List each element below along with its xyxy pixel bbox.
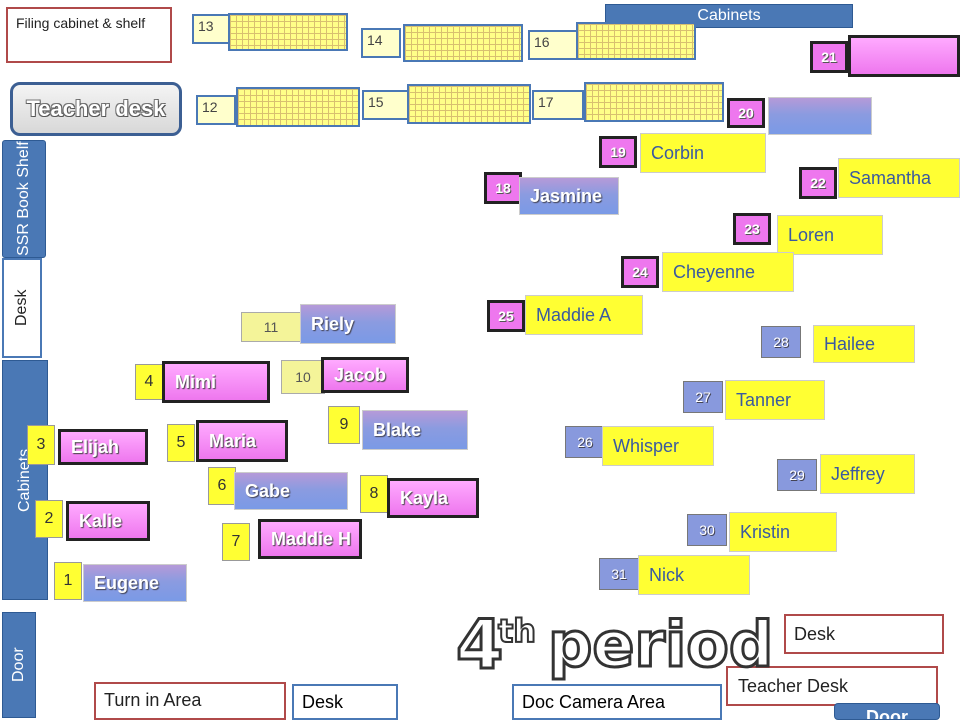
seat-18-number: 18: [484, 172, 522, 204]
seat-1-number: 1: [54, 562, 82, 600]
table-15-label: 15: [362, 90, 410, 120]
seat-31-number: 31: [599, 558, 639, 590]
seat-29-number: 29: [777, 459, 817, 491]
door-right: Door: [834, 703, 940, 720]
seat-10-desk: Jacob: [321, 357, 409, 393]
desk-left: Desk: [2, 258, 42, 358]
seat-26-desk: Whisper: [602, 426, 714, 466]
seat-6-desk: Gabe: [234, 472, 348, 510]
turn-in-area: Turn in Area: [94, 682, 286, 720]
seat-28-desk: Hailee: [813, 325, 915, 363]
door-left: Door: [2, 612, 36, 718]
period-word: period: [546, 607, 774, 683]
table-15: [407, 84, 531, 124]
seat-4-desk: Mimi: [162, 361, 270, 403]
seat-25-desk: Maddie A: [525, 295, 643, 335]
seat-21-number: 21: [810, 41, 848, 73]
desk-right: Desk: [784, 614, 944, 654]
seat-19-number: 19: [599, 136, 637, 168]
seat-10-number: 10: [281, 360, 325, 394]
doc-camera-area: Doc Camera Area: [512, 684, 722, 720]
desk-bottom: Desk: [292, 684, 398, 720]
seat-5-number: 5: [167, 424, 195, 462]
table-17-label: 17: [532, 90, 584, 120]
table-16: [576, 22, 696, 60]
seat-8-number: 8: [360, 475, 388, 513]
period-suffix: th: [497, 611, 537, 651]
seat-7-number: 7: [222, 523, 250, 561]
table-13: [228, 13, 348, 51]
cabinets-left: Cabinets: [2, 360, 48, 600]
seat-25-number: 25: [487, 300, 525, 332]
seat-24-desk: Cheyenne: [662, 252, 794, 292]
seat-22-desk: Samantha: [838, 158, 960, 198]
table-12: [236, 87, 360, 127]
seat-30-desk: Kristin: [729, 512, 837, 552]
seat-6-number: 6: [208, 467, 236, 505]
period-number: 4: [454, 605, 504, 687]
seat-11-desk: Riely: [300, 304, 396, 344]
seat-30-number: 30: [687, 514, 727, 546]
seat-5-desk: Maria: [196, 420, 288, 462]
seat-3-desk: Elijah: [58, 429, 148, 465]
seat-4-number: 4: [135, 364, 163, 400]
seat-29-desk: Jeffrey: [820, 454, 915, 494]
seat-9-desk: Blake: [362, 410, 468, 450]
seat-7-desk: Maddie H: [258, 519, 362, 559]
seat-27-number: 27: [683, 381, 723, 413]
table-13-label: 13: [192, 14, 232, 44]
seat-18-desk: Jasmine: [519, 177, 619, 215]
seat-1-desk: Eugene: [83, 564, 187, 602]
seat-23-number: 23: [733, 213, 771, 245]
table-12-label: 12: [196, 95, 236, 125]
table-14: [403, 24, 523, 62]
seat-3-number: 3: [27, 425, 55, 465]
seat-2-desk: Kalie: [66, 501, 150, 541]
table-14-label: 14: [361, 28, 401, 58]
seat-31-desk: Nick: [638, 555, 750, 595]
seat-21-desk: [848, 35, 960, 77]
filing-cabinet-label: Filing cabinet & shelf: [6, 7, 172, 63]
seat-26-number: 26: [565, 426, 605, 458]
table-17: [584, 82, 724, 122]
ssr-book-shelf: SSR Book Shelf: [2, 140, 46, 258]
seat-11-number: 11: [241, 312, 301, 342]
seat-22-number: 22: [799, 167, 837, 199]
seat-20-desk: [768, 97, 872, 135]
seat-20-number: 20: [727, 98, 765, 128]
table-16-label: 16: [528, 30, 578, 60]
teacher-desk-right: Teacher Desk: [726, 666, 938, 706]
seat-8-desk: Kayla: [387, 478, 479, 518]
seat-2-number: 2: [35, 500, 63, 538]
seat-9-number: 9: [328, 406, 360, 444]
period-title: 4 th period: [452, 605, 774, 687]
seat-24-number: 24: [621, 256, 659, 288]
seat-27-desk: Tanner: [725, 380, 825, 420]
seat-23-desk: Loren: [777, 215, 883, 255]
teacher-desk-left: Teacher desk: [10, 82, 182, 136]
seat-19-desk: Corbin: [640, 133, 766, 173]
seat-28-number: 28: [761, 326, 801, 358]
